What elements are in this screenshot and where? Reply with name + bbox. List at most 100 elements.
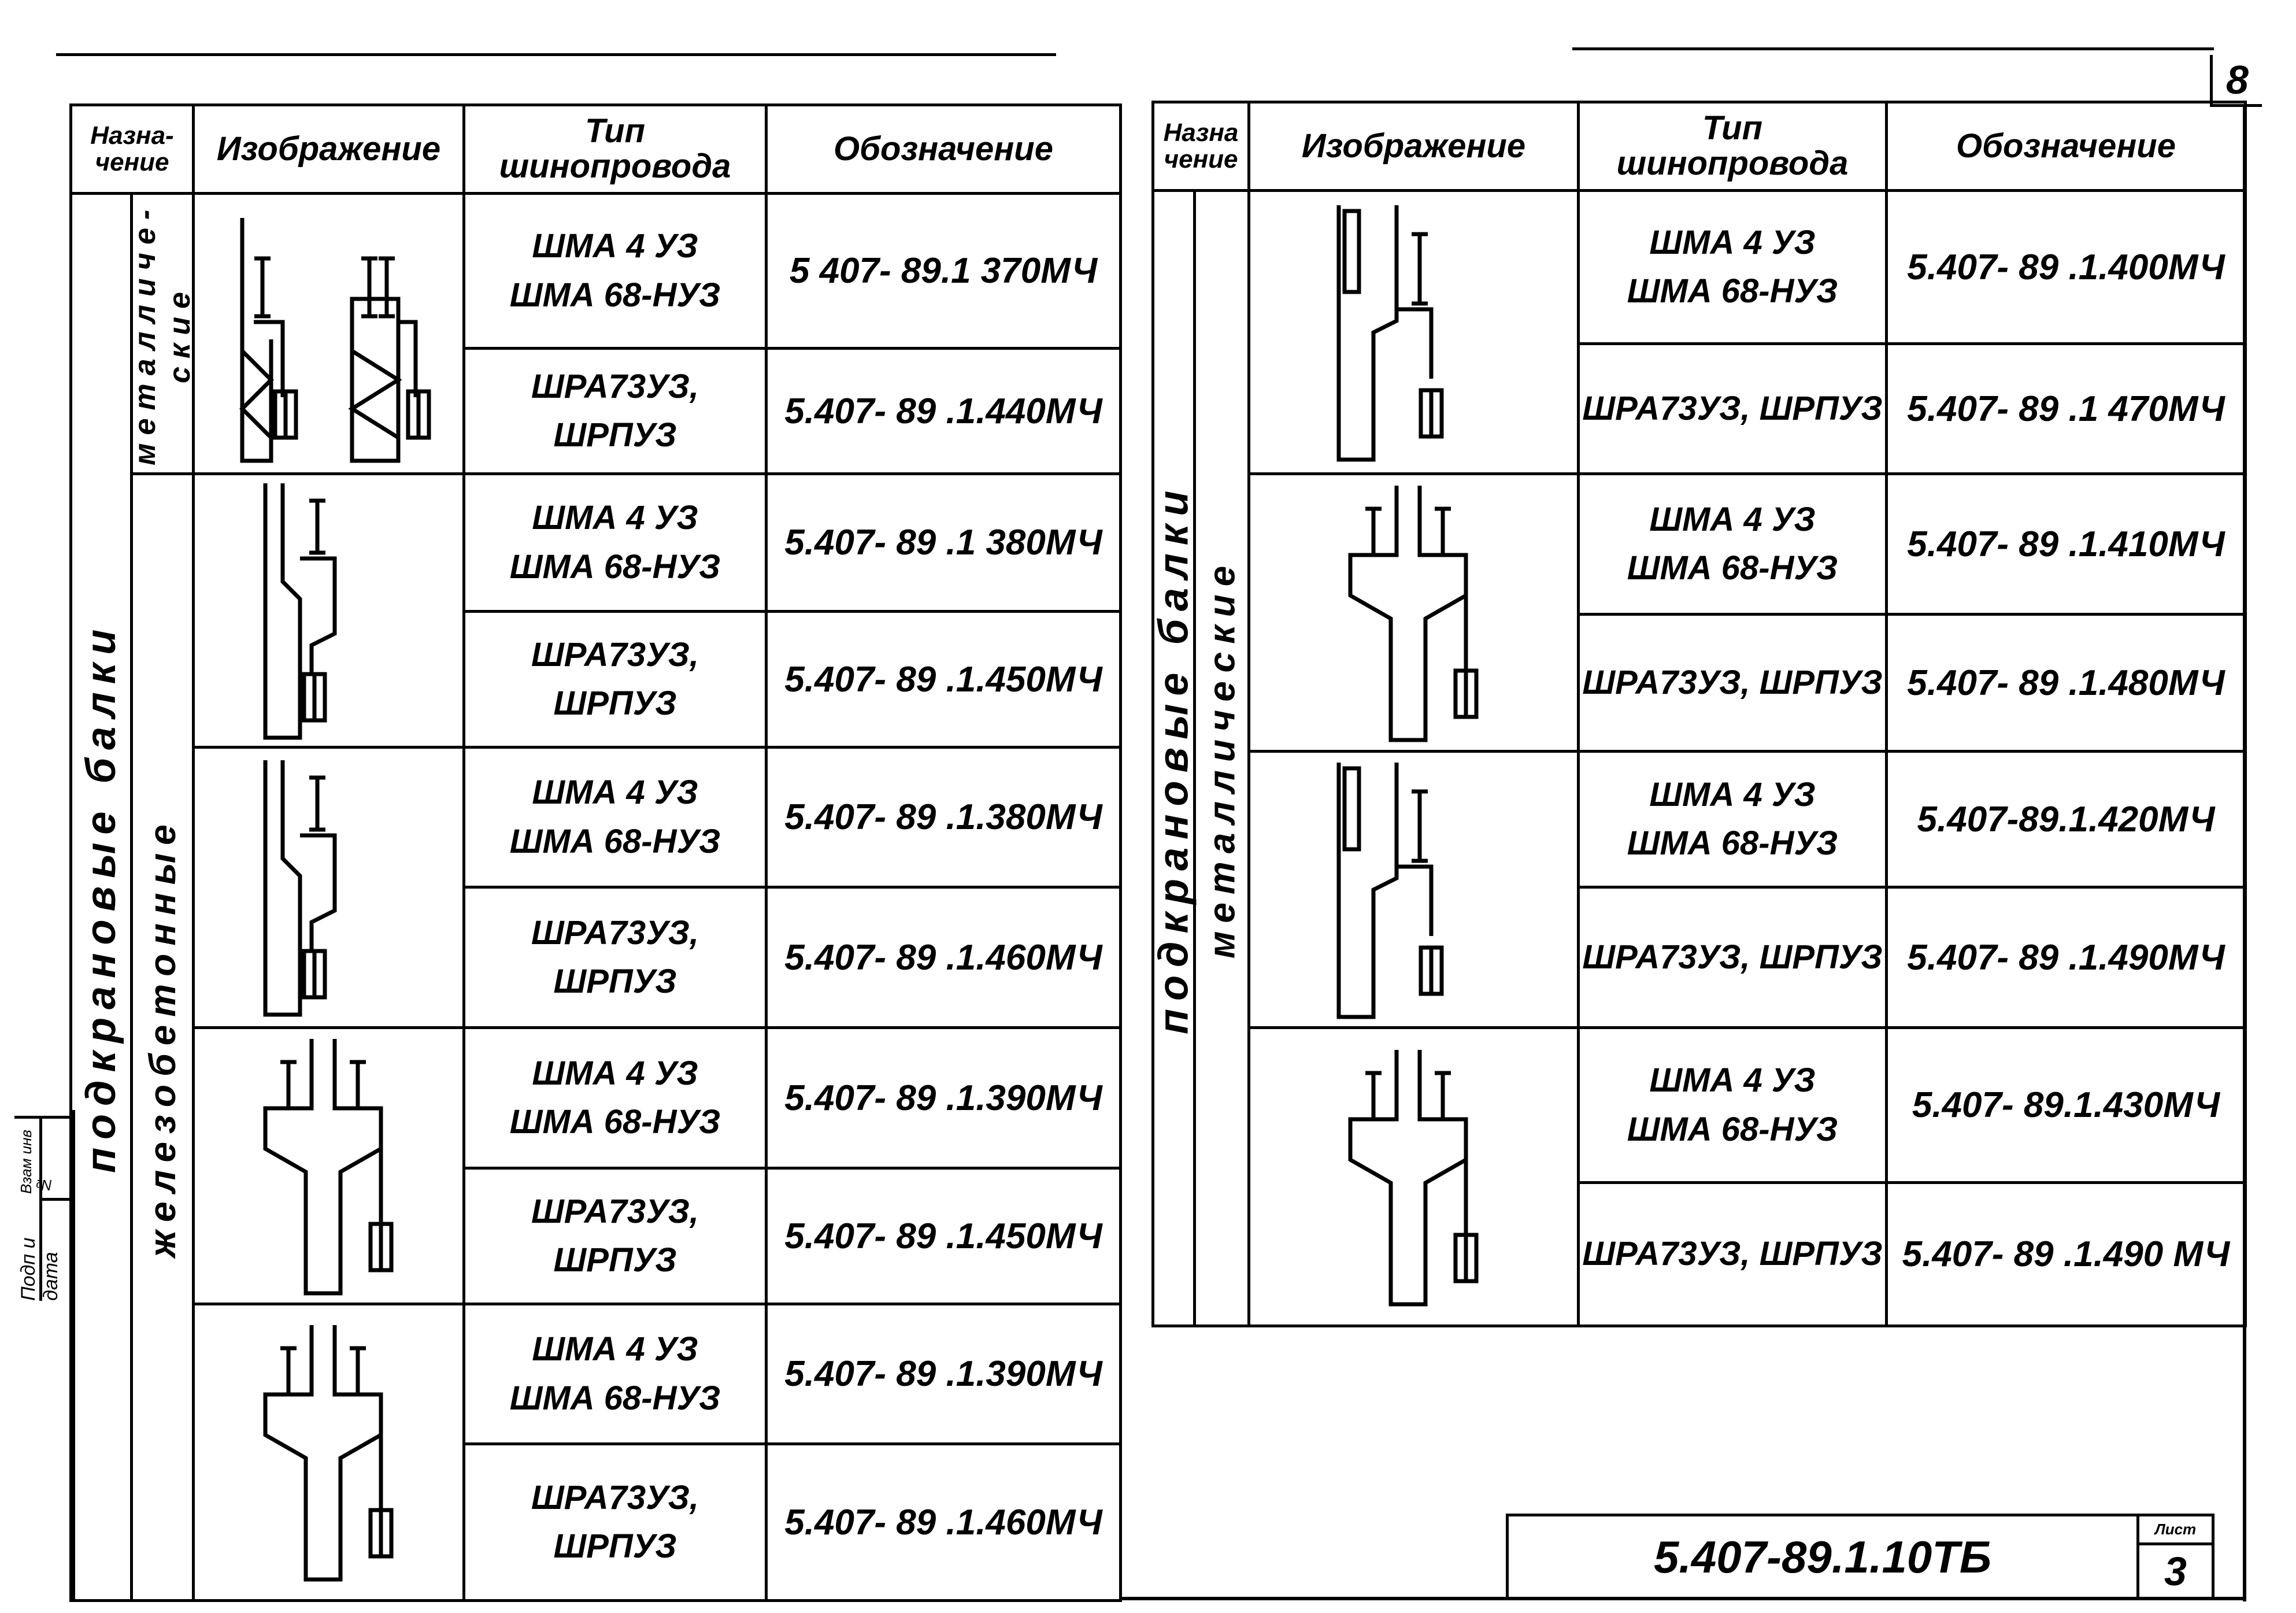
left-header-type: Тип шинопровода: [462, 103, 768, 195]
left-busbar-type-cell: ШРА73УЗ, ШРПУЗ: [462, 347, 768, 475]
left-header-type-text: Тип шинопровода: [499, 112, 731, 185]
right-busbar-type-cell-text: ШРА73УЗ, ШРПУЗ: [1582, 389, 1883, 427]
left-busbar-type-cell-text: ШРА73УЗ, ШРПУЗ: [531, 1192, 699, 1279]
right-designation-cell: 5.407- 89 .1 470МЧ: [1885, 342, 2247, 475]
left-image-cell: [192, 1026, 465, 1305]
busbar-mounting-drawing: [1336, 205, 1443, 461]
right-header-designation-text: Обозначение: [1956, 127, 2176, 165]
left-designation-cell: 5 407- 89.1 370МЧ: [765, 192, 1122, 350]
left-designation-cell-text: 5.407- 89 .1.380МЧ: [784, 797, 1102, 837]
busbar-mounting-drawing: [1336, 762, 1443, 1019]
left-busbar-type-cell-text: ШМА 4 УЗ ШМА 68-НУЗ: [509, 227, 721, 314]
left-busbar-type-cell-text: ШМА 4 УЗ ШМА 68-НУЗ: [509, 774, 721, 860]
left-designation-cell-text: 5.407- 89 .1.460МЧ: [784, 1502, 1102, 1542]
stamp-line: [14, 1116, 75, 1119]
right-designation-cell: 5.407- 89 .1.400МЧ: [1885, 189, 2247, 345]
right-image-cell: [1247, 472, 1580, 753]
right-designation-cell-text: 5.407- 89 .1.480МЧ: [1907, 663, 2225, 703]
right-image-cell: [1247, 1026, 1580, 1327]
right-busbar-type-cell: ШМА 4 УЗ ШМА 68-НУЗ: [1577, 750, 1888, 889]
right-designation-cell-text: 5.407- 89 .1.400МЧ: [1907, 247, 2225, 287]
busbar-mounting-drawing: [263, 1325, 393, 1582]
busbar-mounting-drawing: [239, 218, 431, 463]
left-designation-cell: 5.407- 89 .1.440МЧ: [765, 347, 1122, 475]
right-header-type-text: Тип шинопровода: [1616, 109, 1849, 182]
busbar-mounting-drawing: [263, 1038, 393, 1295]
left-busbar-type-cell-text: ШРА73УЗ, ШРПУЗ: [531, 635, 699, 722]
left-header-designation: Обозначение: [765, 103, 1122, 195]
left-designation-cell-text: 5 407- 89.1 370МЧ: [789, 251, 1098, 291]
left-busbar-type-cell: ШРА73УЗ, ШРПУЗ: [462, 1167, 768, 1305]
left-busbar-type-cell: ШМА 4 УЗ ШМА 68-НУЗ: [462, 1026, 768, 1170]
left-image-cell: [192, 1303, 465, 1602]
right-designation-cell: 5.407- 89 .1.410МЧ: [1885, 472, 2247, 616]
right-busbar-type-cell-text: ШРА73УЗ, ШРПУЗ: [1582, 938, 1883, 976]
top-rule-right: [1572, 47, 2214, 50]
right-busbar-type-cell: ШРА73УЗ, ШРПУЗ: [1577, 342, 1888, 475]
left-image-cell: [192, 746, 465, 1029]
sheet-label: Лист: [2136, 1514, 2214, 1545]
left-header-image-text: Изображение: [216, 130, 441, 168]
right-image-cell: [1247, 189, 1580, 475]
busbar-mounting-drawing: [263, 760, 336, 1017]
left-designation-cell-text: 5.407- 89 .1.440МЧ: [784, 391, 1102, 431]
right-busbar-type-cell: ШМА 4 УЗ ШМА 68-НУЗ: [1577, 189, 1888, 345]
sheet-number: 8: [2210, 55, 2262, 107]
right-group-label-text: подкрановые балки: [1150, 482, 1197, 1034]
right-image-cell: [1247, 750, 1580, 1029]
left-header-designation-text: Обозначение: [834, 130, 1053, 168]
left-busbar-type-cell-text: ШРА73УЗ, ШРПУЗ: [531, 913, 699, 1000]
left-image-cell: [192, 192, 465, 475]
right-header-image-text: Изображение: [1301, 127, 1526, 165]
right-designation-cell: 5.407-89.1.420МЧ: [1885, 750, 2247, 889]
left-subgroup-rc-text: железобетонные: [142, 816, 183, 1258]
busbar-mounting-drawing: [1348, 485, 1478, 742]
left-subgroup-rc: железобетонные: [130, 472, 195, 1602]
right-busbar-type-cell-text: ШРА73УЗ, ШРПУЗ: [1582, 1235, 1883, 1273]
left-busbar-type-cell-text: ШМА 4 УЗ ШМА 68-НУЗ: [509, 1330, 721, 1417]
left-designation-cell-text: 5.407- 89 .1.450МЧ: [784, 1216, 1102, 1256]
left-designation-cell: 5.407- 89 .1.450МЧ: [765, 610, 1122, 749]
left-designation-cell: 5.407- 89 .1.460МЧ: [765, 886, 1122, 1029]
left-group-label-text: подкрановые балки: [78, 621, 124, 1173]
stamp-line: [39, 1198, 74, 1201]
left-header-purpose-text: Назна- чение: [90, 121, 174, 176]
right-busbar-type-cell: ШРА73УЗ, ШРПУЗ: [1577, 1181, 1888, 1327]
right-header-image: Изображение: [1247, 101, 1580, 192]
right-busbar-type-cell-text: ШМА 4 УЗ ШМА 68-НУЗ: [1627, 1061, 1838, 1148]
document-code: 5.407-89.1.10ТБ: [1506, 1514, 2139, 1600]
left-busbar-type-cell-text: ШРА73УЗ, ШРПУЗ: [531, 367, 699, 454]
left-designation-cell-text: 5.407- 89 .1.460МЧ: [784, 937, 1102, 978]
signature-date-label: Подп и дата: [17, 1237, 62, 1301]
left-busbar-type-cell: ШМА 4 УЗ ШМА 68-НУЗ: [462, 746, 768, 889]
sheet-value: 3: [2136, 1542, 2214, 1600]
right-designation-cell-text: 5.407- 89 .1.490МЧ: [1907, 937, 2225, 978]
right-designation-cell: 5.407- 89 .1.490МЧ: [1885, 886, 2247, 1029]
right-header-type: Тип шинопровода: [1577, 101, 1888, 192]
right-subgroup-label: металлические: [1193, 189, 1250, 1327]
left-image-cell: [192, 472, 465, 749]
margin-line: [72, 1110, 75, 1601]
right-designation-cell: 5.407- 89 .1.490 МЧ: [1885, 1181, 2247, 1327]
busbar-mounting-drawing: [1348, 1049, 1478, 1306]
right-designation-cell-text: 5.407- 89 .1 470МЧ: [1907, 389, 2225, 429]
left-designation-cell: 5.407- 89 .1.460МЧ: [765, 1442, 1122, 1602]
left-designation-cell-text: 5.407- 89 .1 380МЧ: [784, 523, 1102, 563]
right-designation-cell: 5.407- 89 .1.480МЧ: [1885, 613, 2247, 753]
left-subgroup-metal: металличе- ские: [128, 192, 197, 475]
right-busbar-type-cell-text: ШМА 4 УЗ ШМА 68-НУЗ: [1627, 223, 1838, 310]
left-header-purpose: Назна- чение: [69, 103, 195, 195]
right-designation-cell-text: 5.407- 89 .1.490 МЧ: [1902, 1234, 2230, 1274]
left-designation-cell-text: 5.407- 89 .1.390МЧ: [784, 1078, 1102, 1118]
left-designation-cell: 5.407- 89 .1.380МЧ: [765, 746, 1122, 889]
left-busbar-type-cell-text: ШМА 4 УЗ ШМА 68-НУЗ: [509, 499, 721, 586]
right-header-purpose: Назна чение: [1151, 101, 1250, 192]
left-header-image: Изображение: [192, 103, 465, 195]
left-busbar-type-cell: ШРА73УЗ, ШРПУЗ: [462, 610, 768, 749]
right-busbar-type-cell: ШМА 4 УЗ ШМА 68-НУЗ: [1577, 1026, 1888, 1184]
right-group-label: подкрановые балки: [1150, 189, 1197, 1327]
right-designation-cell: 5.407- 89.1.430МЧ: [1885, 1026, 2247, 1184]
replacement-inv-label: Взам инв №: [17, 1130, 53, 1194]
right-busbar-type-cell-text: ШМА 4 УЗ ШМА 68-НУЗ: [1627, 500, 1838, 587]
